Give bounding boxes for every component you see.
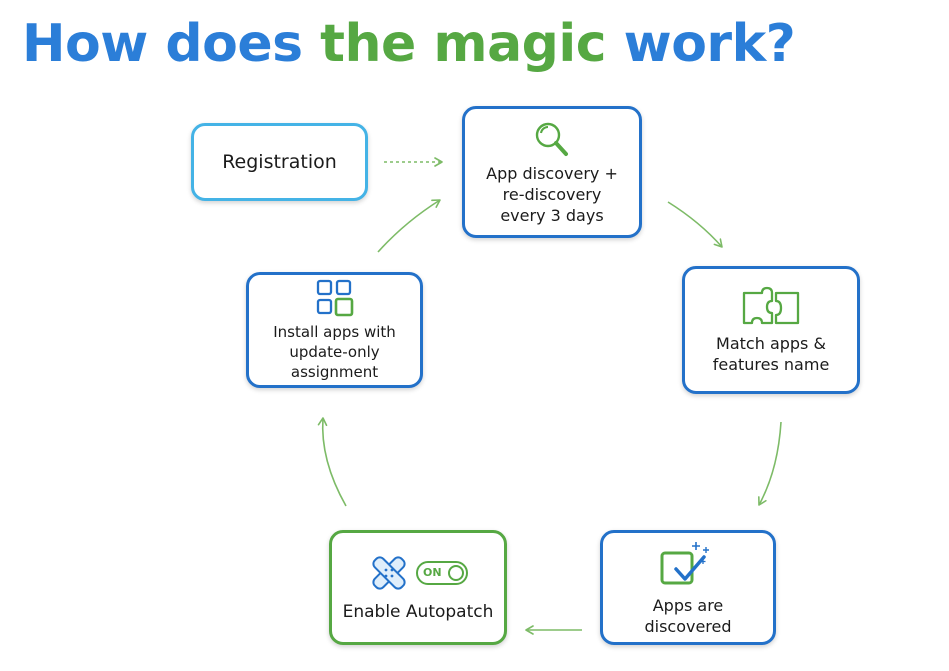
step-apps-discovered-line-1: Apps are — [652, 595, 724, 615]
step-match-apps-line-2: features name — [712, 355, 830, 374]
step-match-apps-line-1: Match apps & — [716, 334, 826, 353]
step-app-discovery: App discovery + re-discovery every 3 day… — [462, 106, 642, 238]
on-toggle: ON — [416, 561, 468, 585]
step-enable-autopatch-label: Enable Autopatch — [342, 602, 494, 622]
checkbox-sparkle-icon — [660, 541, 709, 584]
step-app-discovery-line-3: every 3 days — [500, 205, 604, 225]
step-install-apps: Install apps with update-only assignment — [246, 272, 423, 388]
page-title: How does the magic work? — [22, 2, 796, 86]
arrow-install-to-discovery — [377, 199, 441, 253]
step-install-apps-line-2: update-only — [289, 343, 380, 361]
apps-grid-icon — [316, 279, 353, 317]
arrow-match-to-discovered — [758, 421, 782, 506]
step-registration: Registration — [191, 123, 368, 201]
step-apps-discovered: Apps are discovered — [600, 530, 776, 645]
step-registration-label: Registration — [222, 150, 337, 173]
title-part-3: work? — [606, 14, 796, 74]
step-app-discovery-line-2: re-discovery — [502, 184, 602, 204]
step-match-apps: Match apps & features name — [682, 266, 860, 394]
arrow-discovery-to-match — [667, 201, 723, 248]
magnifier-icon — [535, 122, 568, 156]
puzzle-icon — [742, 286, 800, 325]
toggle-label: ON — [423, 566, 442, 579]
toggle-knob — [448, 565, 464, 581]
bandage-icon — [372, 556, 406, 590]
step-enable-autopatch: ON Enable Autopatch — [329, 530, 507, 645]
title-part-2: the magic — [320, 14, 607, 74]
step-apps-discovered-line-2: discovered — [644, 616, 732, 636]
step-install-apps-line-3: assignment — [290, 363, 379, 381]
autopatch-icon-row: ON — [368, 552, 468, 594]
step-install-apps-line-1: Install apps with — [273, 323, 396, 341]
step-app-discovery-line-1: App discovery + — [486, 163, 618, 183]
arrow-autopatch-to-install — [317, 417, 347, 507]
title-part-1: How does — [22, 14, 321, 74]
